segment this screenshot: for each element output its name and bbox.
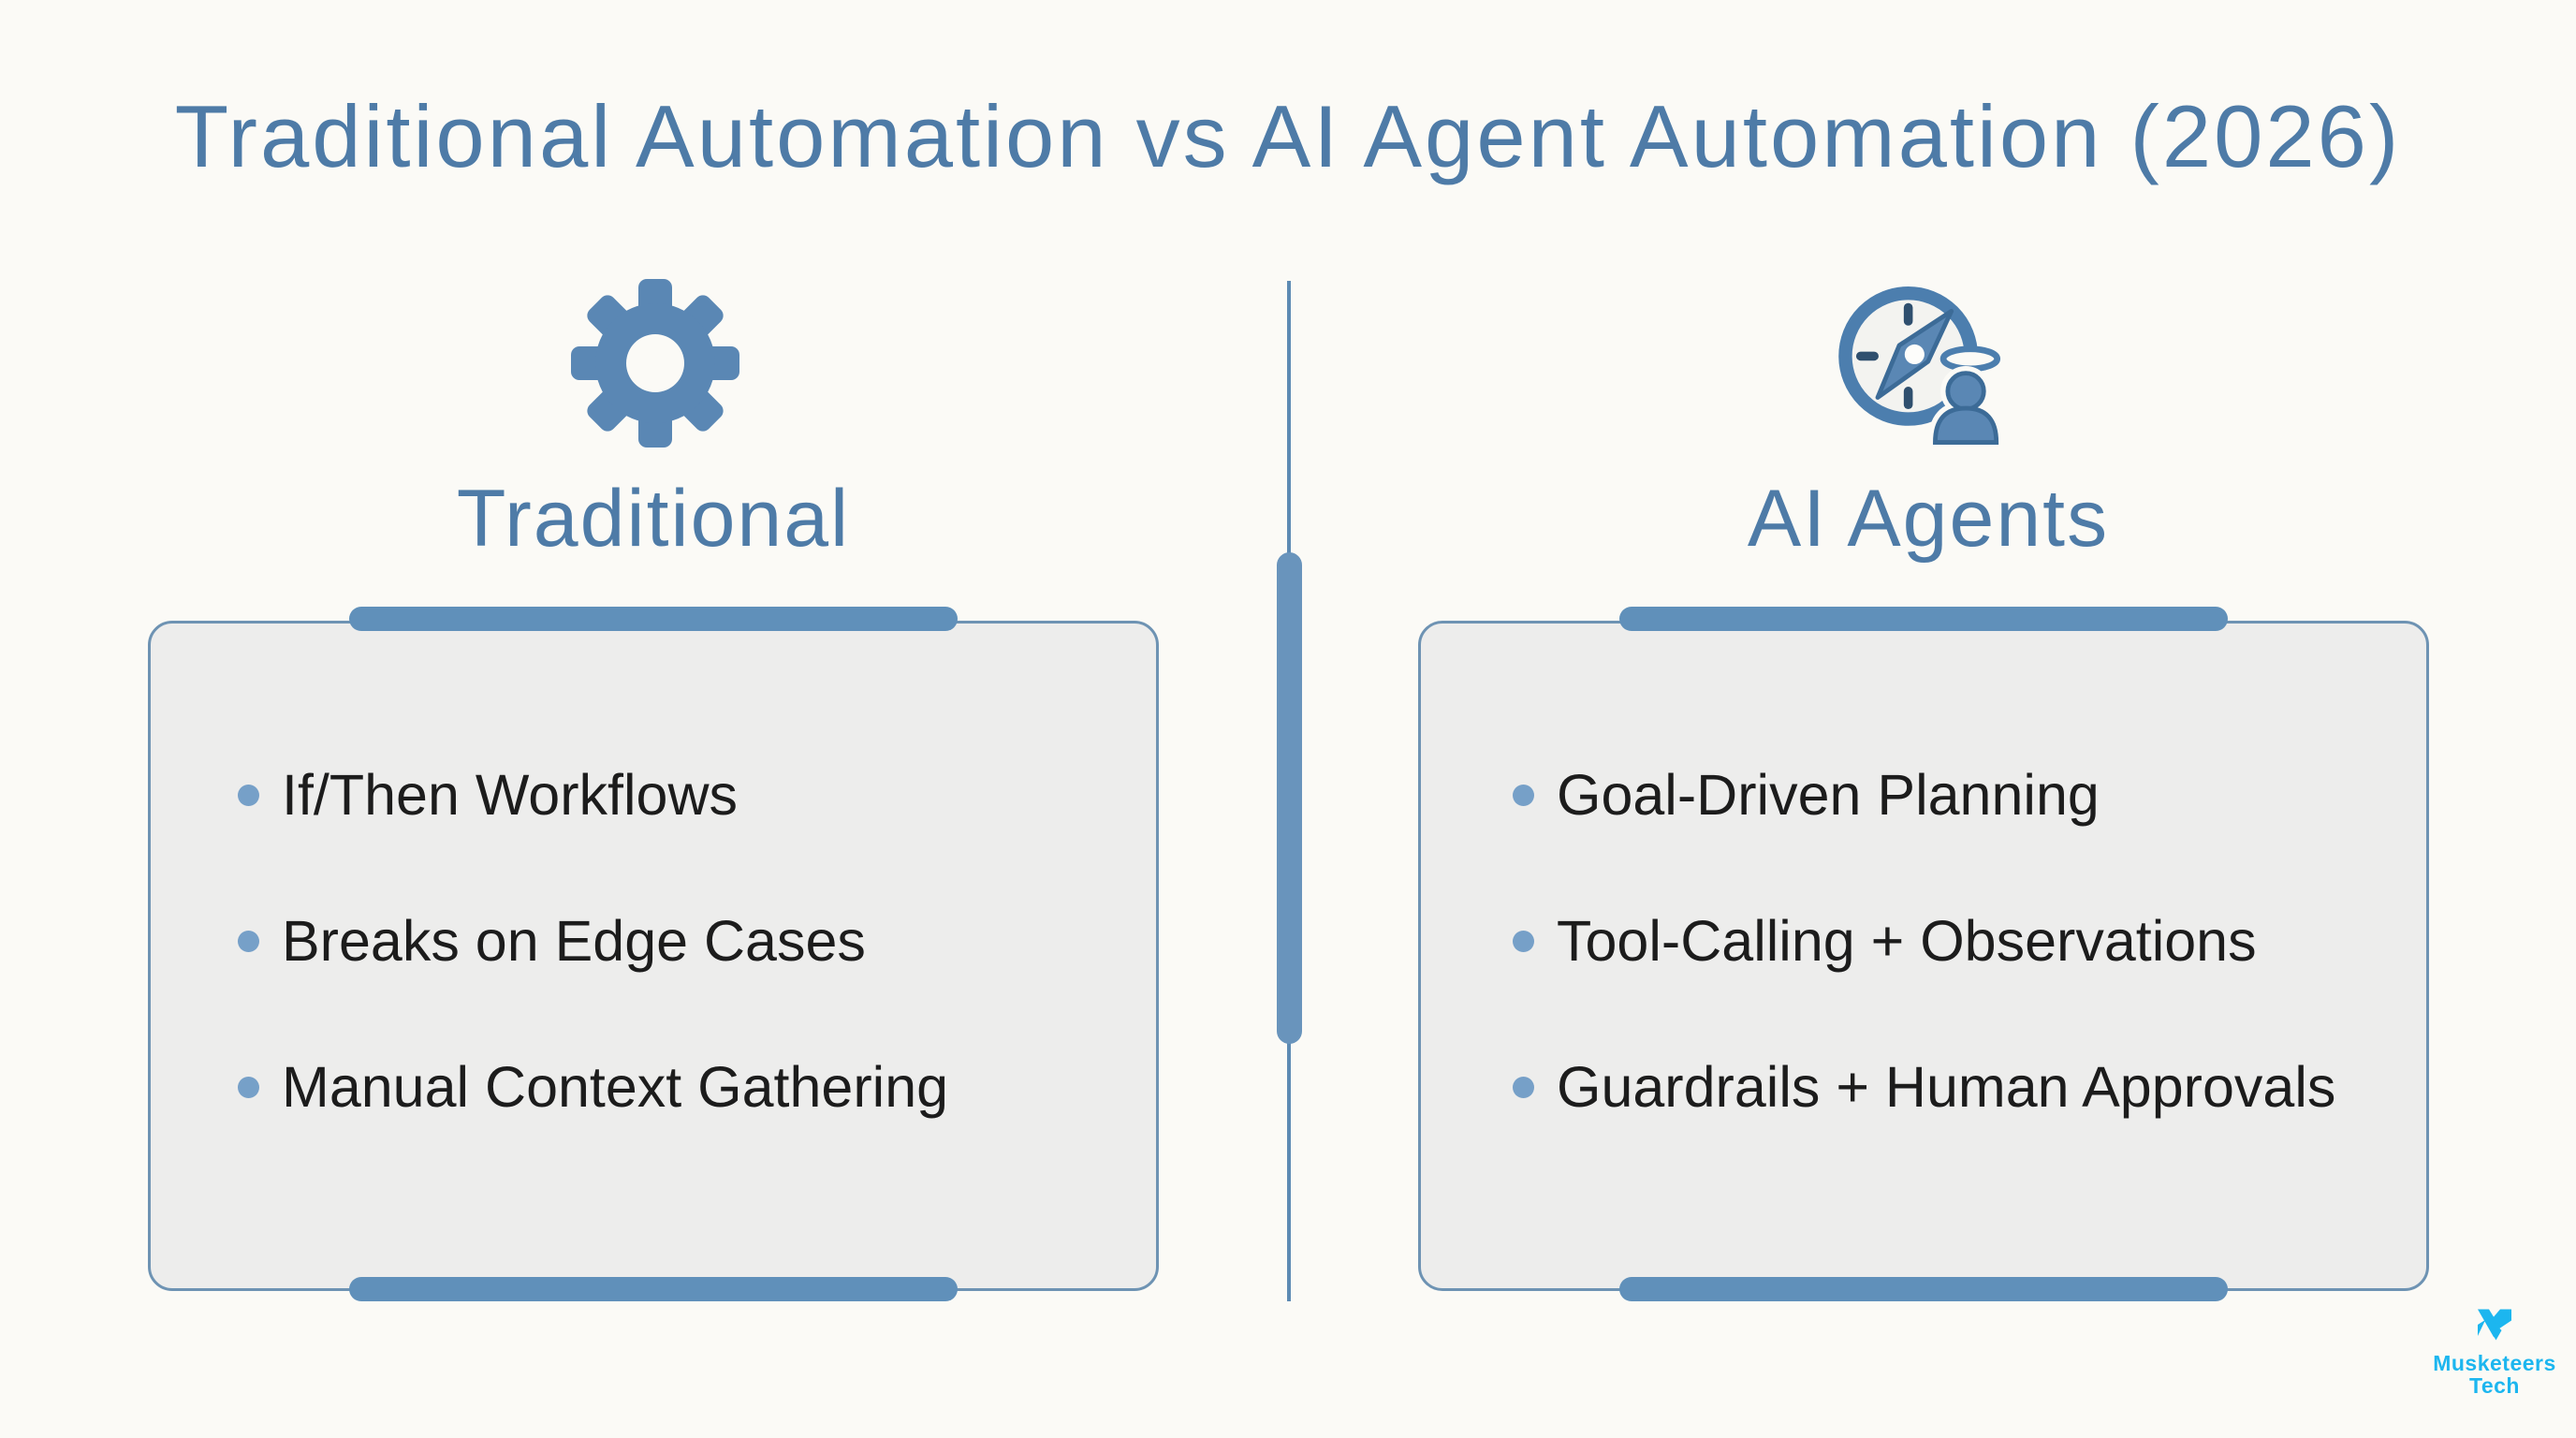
divider-capsule (1277, 552, 1302, 1044)
bullet-label: Breaks on Edge Cases (282, 909, 866, 973)
bullet-label: Goal-Driven Planning (1557, 763, 2100, 827)
traditional-panel: If/Then Workflows Breaks on Edge Cases M… (148, 621, 1159, 1291)
list-item: Breaks on Edge Cases (238, 909, 1137, 973)
bullet-label: If/Then Workflows (282, 763, 739, 827)
gear-icon (571, 279, 739, 448)
logo-text-line1: Musketeers (2433, 1351, 2556, 1375)
list-item: Goal-Driven Planning (1513, 763, 2408, 827)
panel-accent-bar (349, 607, 958, 631)
ai-agents-panel: Goal-Driven Planning Tool-Calling + Obse… (1418, 621, 2429, 1291)
list-item: Manual Context Gathering (238, 1055, 1137, 1119)
bullet-dot (1513, 1076, 1534, 1098)
logo-text-line2: Tech (2469, 1373, 2520, 1399)
bullet-dot (238, 784, 259, 806)
panel-accent-bar (1619, 607, 2228, 631)
bullet-label: Tool-Calling + Observations (1557, 909, 2257, 973)
traditional-bullet-list: If/Then Workflows Breaks on Edge Cases M… (151, 624, 1156, 1119)
musketeers-m-icon (2478, 1309, 2511, 1341)
brand-logo: Musketeers Tech (2427, 1307, 2562, 1397)
page-title: Traditional Automation vs AI Agent Autom… (174, 87, 2402, 185)
column-heading-traditional: Traditional (456, 474, 851, 564)
bullet-dot (238, 930, 259, 952)
bullet-label: Manual Context Gathering (282, 1055, 949, 1119)
bullet-dot (238, 1076, 259, 1098)
bullet-dot (1513, 930, 1534, 952)
ai-agents-bullet-list: Goal-Driven Planning Tool-Calling + Obse… (1421, 624, 2426, 1119)
compass-person-icon (1838, 286, 2004, 450)
bullet-label: Guardrails + Human Approvals (1557, 1055, 2336, 1119)
panel-accent-bar (349, 1277, 958, 1301)
list-item: If/Then Workflows (238, 763, 1137, 827)
list-item: Tool-Calling + Observations (1513, 909, 2408, 973)
panel-accent-bar (1619, 1277, 2228, 1301)
list-item: Guardrails + Human Approvals (1513, 1055, 2408, 1119)
bullet-dot (1513, 784, 1534, 806)
column-heading-ai-agents: AI Agents (1747, 474, 2110, 564)
